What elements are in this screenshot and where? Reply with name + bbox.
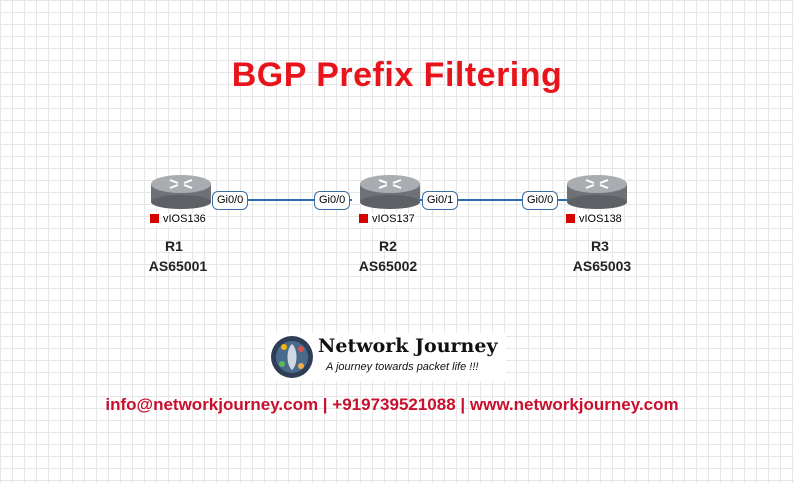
host-marker-icon — [150, 214, 159, 223]
logo-tagline: A journey towards packet life !!! — [326, 361, 479, 373]
port-label-r2-gi0-0: Gi0/0 — [314, 191, 351, 210]
router-host-r1: vIOS136 — [150, 213, 206, 226]
page-title: BGP Prefix Filtering — [231, 56, 563, 94]
router-name-r3: R3 — [591, 238, 609, 254]
router-name-r1: R1 — [165, 238, 183, 254]
logo-name: Network Journey — [318, 335, 498, 357]
port-label-r2-gi0-1: Gi0/1 — [422, 191, 459, 210]
network-journey-logo: Network Journey A journey towards packet… — [266, 333, 506, 381]
router-host-r3: vIOS138 — [566, 213, 622, 226]
network-journey-logo-icon — [271, 336, 313, 378]
router-asn-r2: AS65002 — [358, 258, 418, 274]
host-marker-icon — [566, 214, 575, 223]
contact-line: info@networkjourney.com | +919739521088 … — [105, 395, 679, 414]
port-label-r1-gi0-0: Gi0/0 — [212, 191, 249, 210]
host-marker-icon — [359, 214, 368, 223]
router-icon[interactable] — [566, 172, 628, 210]
router-asn-r1: AS65001 — [148, 258, 208, 274]
router-icon[interactable] — [150, 172, 212, 210]
router-name-r2: R2 — [379, 238, 397, 254]
router-icon[interactable] — [359, 172, 421, 210]
router-asn-r3: AS65003 — [572, 258, 632, 274]
router-host-r2: vIOS137 — [359, 213, 415, 226]
port-label-r3-gi0-0: Gi0/0 — [522, 191, 559, 210]
